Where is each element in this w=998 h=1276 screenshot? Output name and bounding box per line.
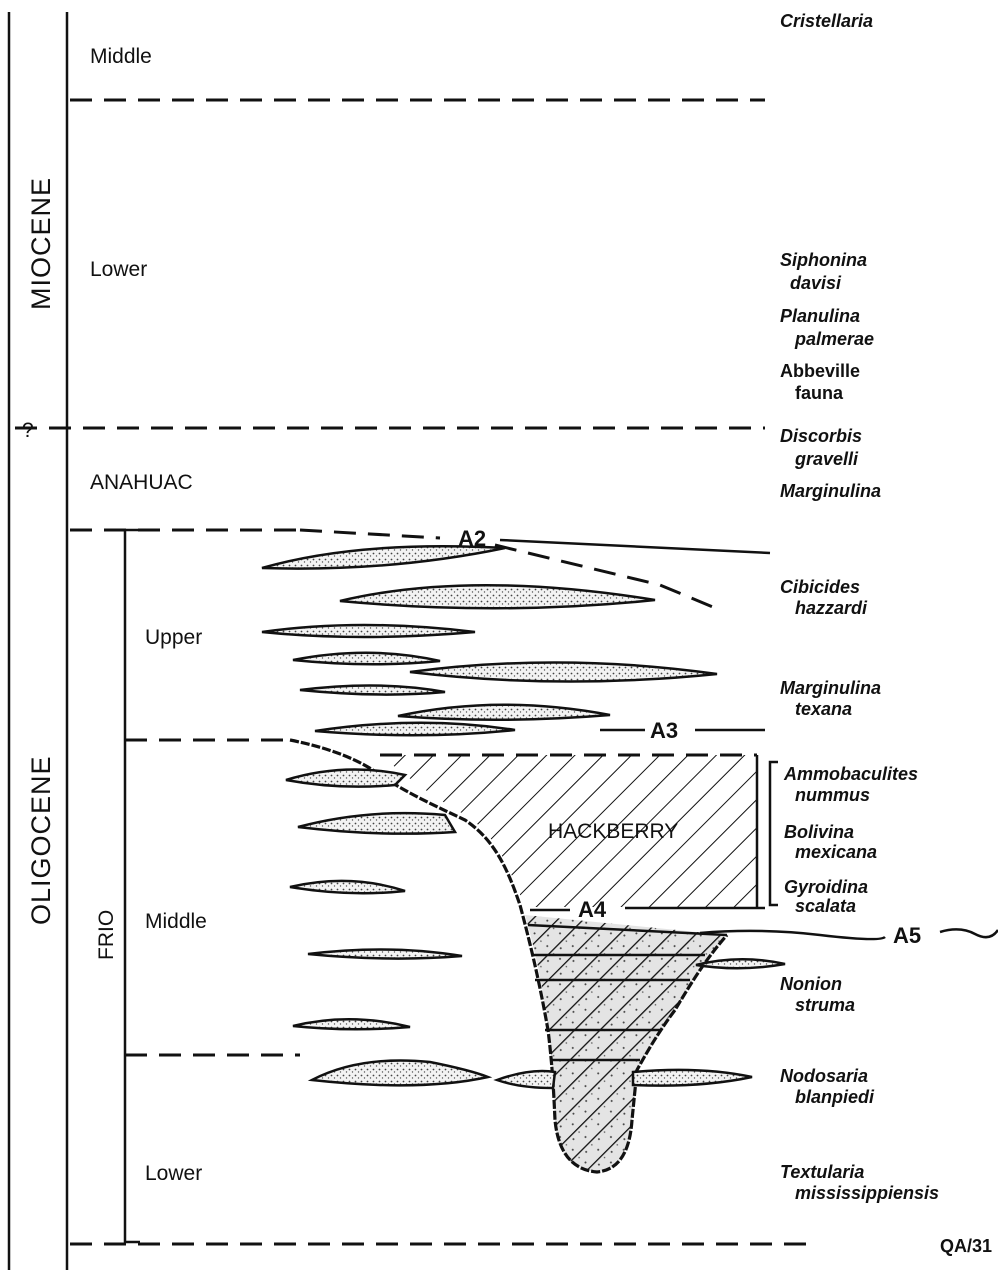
- fossil-nodosaria-genus: Nodosaria: [780, 1066, 868, 1086]
- fossil-planulina-species: palmerae: [794, 329, 874, 349]
- epoch-oligocene: OLIGOCENE: [26, 755, 56, 925]
- marker-a4: A4: [578, 897, 607, 922]
- frio-bracket: [125, 530, 140, 1242]
- fossil-ammobaculites-species: nummus: [795, 785, 870, 805]
- sand-lens: [312, 1060, 488, 1085]
- fossil-textularia-species: mississippiensis: [795, 1183, 939, 1203]
- marker-a5: A5: [893, 923, 921, 948]
- marker-a3: A3: [650, 718, 678, 743]
- stage-upper-frio: Upper: [145, 626, 202, 649]
- sand-lens: [300, 685, 445, 694]
- a5-wavy-line: [700, 931, 885, 939]
- sand-lens: [398, 705, 610, 720]
- sand-lens: [290, 881, 405, 893]
- fossil-nonion-genus: Nonion: [780, 974, 842, 994]
- sand-lens: [340, 585, 655, 608]
- fossil-siphonina-genus: Siphonina: [780, 250, 867, 270]
- fossil-cristellaria: Cristellaria: [780, 11, 873, 31]
- fossil-ammobaculites-genus: Ammobaculites: [783, 764, 918, 784]
- fossil-bolivina-genus: Bolivina: [784, 822, 854, 842]
- sand-lens: [262, 625, 475, 637]
- sand-lens: [410, 662, 717, 681]
- sand-lens: [293, 653, 440, 665]
- sand-lens: [308, 949, 462, 958]
- a2-solid-line: [500, 540, 770, 553]
- fossil-nonion-species: struma: [795, 995, 855, 1015]
- fossil-gyroidina-species: scalata: [795, 896, 856, 916]
- sand-lens: [315, 723, 515, 736]
- fossil-cibicides-species: hazzardi: [795, 598, 868, 618]
- fossil-marginulina-texana-genus: Marginulina: [780, 678, 881, 698]
- fossil-discorbis-species: gravelli: [794, 449, 859, 469]
- sand-lens: [286, 770, 405, 787]
- fossil-marginulina-texana-species: texana: [795, 699, 852, 719]
- fossil-discorbis-genus: Discorbis: [780, 426, 862, 446]
- sand-lens: [293, 1019, 410, 1029]
- sand-lens: [262, 546, 505, 568]
- sand-lens: [497, 1071, 555, 1088]
- channel-lower-fill: [525, 915, 727, 1172]
- fossil-gyroidina-genus: Gyroidina: [784, 877, 868, 897]
- fossil-planulina-genus: Planulina: [780, 306, 860, 326]
- sand-lens: [633, 1070, 752, 1086]
- stage-frio: FRIO: [95, 910, 118, 960]
- fossil-abbeville-fauna: fauna: [795, 383, 844, 403]
- hackberry-label: HACKBERRY: [548, 820, 678, 843]
- sand-lens: [696, 959, 785, 968]
- fossil-abbeville-name: Abbeville: [780, 361, 860, 381]
- fossil-bolivina-species: mexicana: [795, 842, 877, 862]
- fossil-siphonina-species: davisi: [790, 273, 842, 293]
- a2-dashed-line: [300, 530, 440, 538]
- uncertain-boundary-mark: ?: [22, 419, 34, 442]
- fossil-zone-bracket: [770, 762, 778, 905]
- stage-lower-frio: Lower: [145, 1162, 202, 1185]
- figure-id: QA/31: [940, 1236, 992, 1256]
- stage-anahuac: ANAHUAC: [90, 471, 193, 494]
- fossil-cibicides-genus: Cibicides: [780, 577, 860, 597]
- stage-lower-miocene: Lower: [90, 258, 147, 281]
- a5-wavy-line-right: [940, 929, 998, 937]
- epoch-miocene: MIOCENE: [26, 177, 56, 310]
- sand-lens: [298, 813, 455, 834]
- fossil-marginulina: Marginulina: [780, 481, 881, 501]
- stage-middle-frio: Middle: [145, 910, 207, 933]
- stage-middle-miocene: Middle: [90, 45, 152, 68]
- fossil-textularia-genus: Textularia: [780, 1162, 864, 1182]
- fossil-nodosaria-species: blanpiedi: [795, 1087, 875, 1107]
